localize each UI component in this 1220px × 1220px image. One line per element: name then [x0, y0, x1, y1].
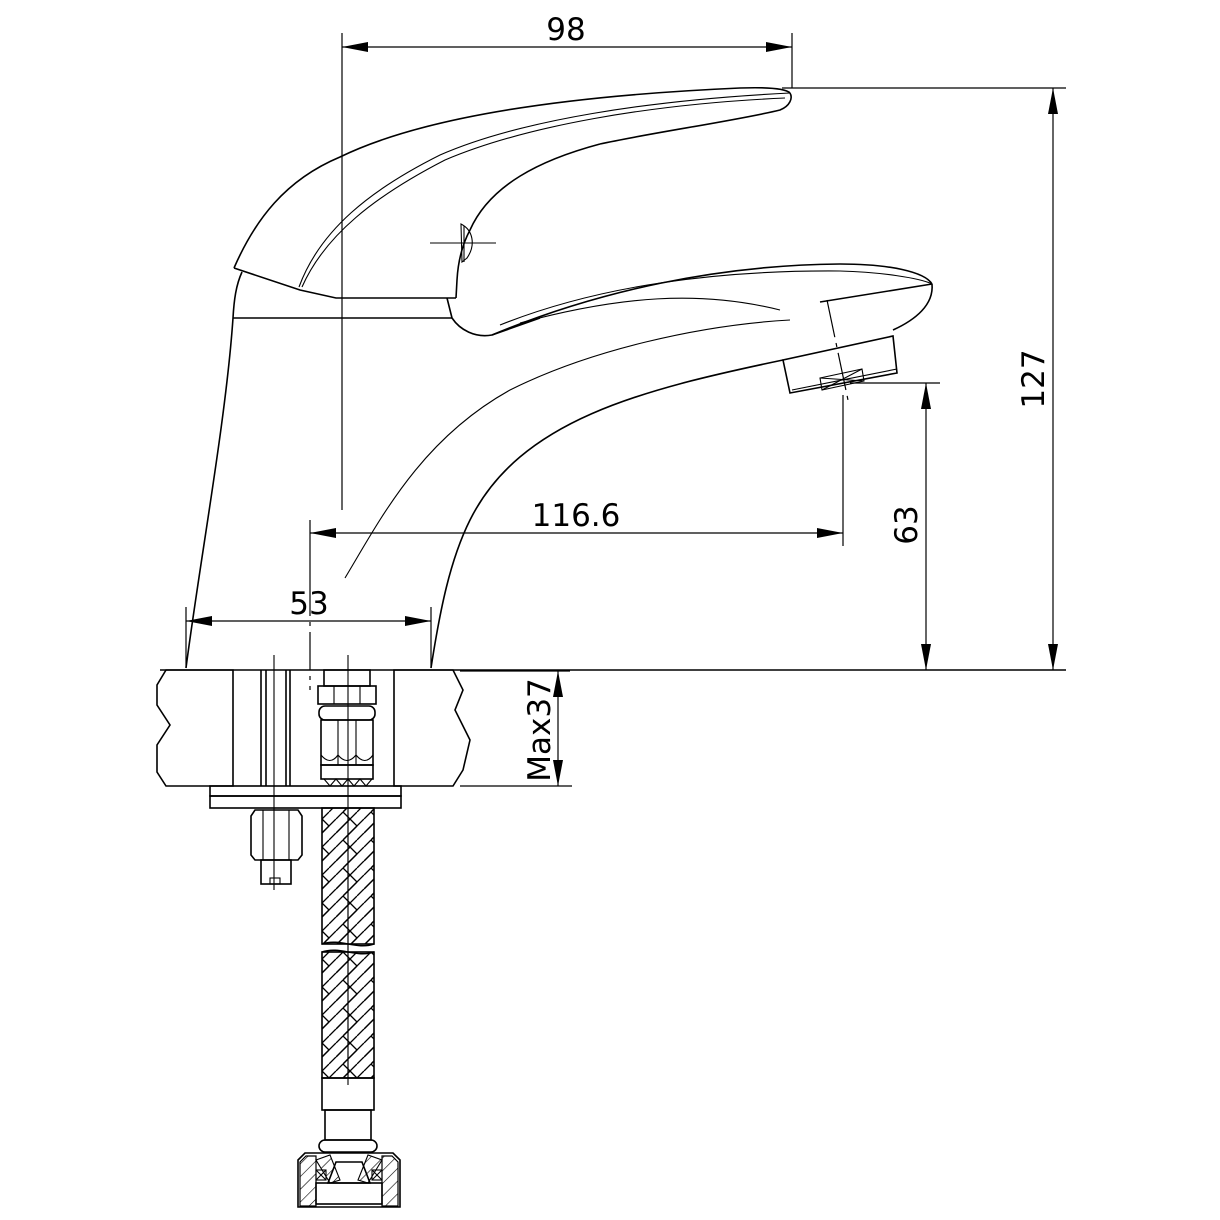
dimension-116-6: 116.6	[309, 395, 844, 578]
dimension-63: 63	[850, 382, 940, 670]
spout	[344, 263, 933, 669]
hose-nut-connector	[297, 1077, 401, 1208]
dimension-label-127: 127	[1016, 349, 1052, 408]
mixer-body	[185, 271, 541, 669]
dimension-127: 127	[782, 87, 1066, 670]
dimension-98: 98	[341, 12, 793, 510]
dimension-max37: Max37	[460, 670, 572, 787]
aerator	[782, 299, 898, 401]
dimension-53: 53	[185, 586, 432, 668]
braided-flexible-hose	[321, 807, 375, 1079]
dimension-label-max37: Max37	[522, 678, 558, 782]
countertop-left	[156, 669, 234, 787]
dimension-label-53: 53	[289, 586, 328, 622]
countertop-right	[393, 669, 471, 787]
countertop-section	[156, 578, 471, 1085]
dimension-label-116-6: 116.6	[532, 498, 621, 534]
dimension-label-98: 98	[546, 12, 585, 48]
lever-handle	[233, 86, 792, 299]
fixing-stud-and-nut	[250, 809, 303, 885]
dimension-label-63: 63	[889, 505, 925, 544]
